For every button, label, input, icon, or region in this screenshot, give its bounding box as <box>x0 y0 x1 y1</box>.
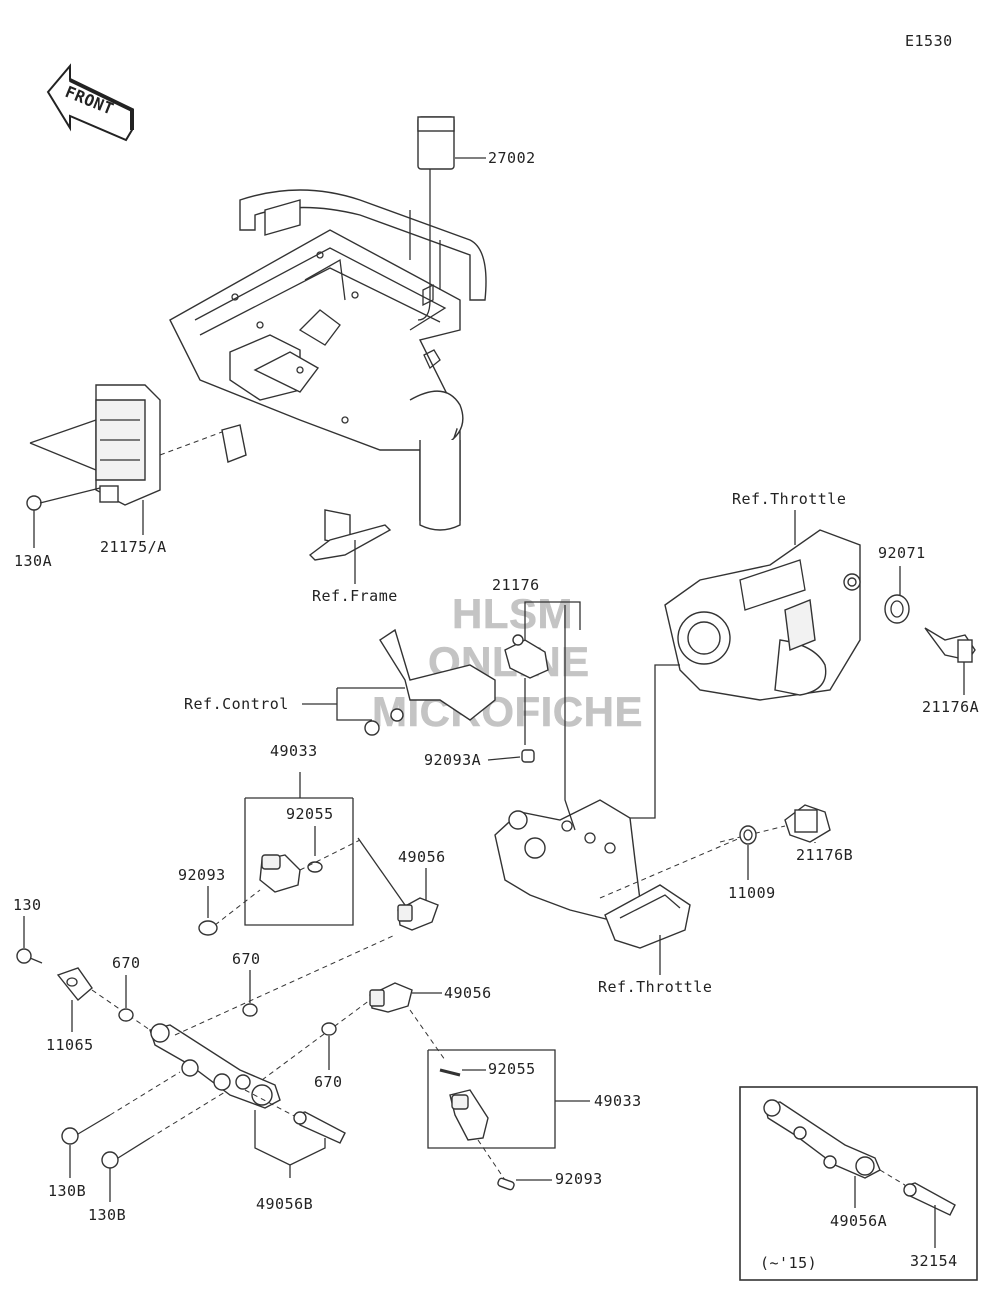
label-27002: 27002 <box>488 149 536 167</box>
leader-21176 <box>524 601 581 640</box>
ecu-21175 <box>95 384 161 506</box>
label-11009: 11009 <box>728 884 776 902</box>
leader-49056-top-link <box>357 837 406 906</box>
label-92071: 92071 <box>878 544 926 562</box>
fuel-rail <box>149 1023 281 1109</box>
install-line-rail-fitting <box>244 1089 299 1119</box>
label-21176: 21176 <box>492 576 540 594</box>
diagram-code: E1530 <box>905 32 953 50</box>
bolt-130B-b <box>101 1091 226 1169</box>
throttle-body <box>664 529 861 701</box>
cap-92093A <box>521 749 535 763</box>
label-ref-throttle-top: Ref.Throttle <box>732 490 846 508</box>
label-21175A: 21175/A <box>100 538 167 556</box>
ecu-mount-line <box>159 431 223 456</box>
frame-ref-drawing <box>169 189 487 561</box>
label-32154: 32154 <box>910 1252 958 1270</box>
leader-throttle-connect <box>630 664 680 819</box>
label-670-c: 670 <box>314 1073 343 1091</box>
fitting-49056B <box>293 1111 346 1144</box>
leader-21176-long <box>524 605 576 831</box>
fuel-rail-49056A <box>763 1099 881 1179</box>
sensor-21176A <box>924 627 976 663</box>
injector-bottom <box>449 1089 489 1141</box>
label-ref-frame: Ref.Frame <box>312 587 398 605</box>
bracket-49056B <box>254 1110 326 1178</box>
label-670-a: 670 <box>112 954 141 972</box>
label-49056B: 49056B <box>256 1195 313 1213</box>
leader-92093A <box>487 756 521 761</box>
sensor-21176B <box>719 804 831 843</box>
install-line-rail-top <box>174 934 396 1036</box>
bolt-130B-a <box>61 1071 181 1145</box>
watermark-line-1: HLSM <box>452 590 573 637</box>
oring-670-c <box>321 1022 337 1036</box>
oring-670-a <box>118 1008 134 1022</box>
install-line-rail-mid <box>261 999 371 1081</box>
install-line-11009 <box>599 837 741 899</box>
oring-670-b <box>242 1003 258 1017</box>
leader-ecu-bracket <box>29 419 97 471</box>
inset-note: (~'15) <box>760 1254 817 1272</box>
install-line-32154 <box>879 1169 906 1186</box>
injector-top <box>259 854 323 893</box>
label-670-b: 670 <box>232 950 261 968</box>
seal-92093-top <box>198 920 218 936</box>
leader-ref-control <box>302 687 405 721</box>
label-49056-mid: 49056 <box>444 984 492 1002</box>
label-130A: 130A <box>14 552 52 570</box>
label-ref-throttle-bottom: Ref.Throttle <box>598 978 712 996</box>
label-92055-bottom: 92055 <box>488 1060 536 1078</box>
connector-27002 <box>417 116 455 370</box>
inset-box <box>739 1086 978 1281</box>
injector-49056-top <box>397 897 439 931</box>
seal-92093-bottom <box>497 1177 515 1191</box>
install-line-injector-mid <box>409 1009 446 1061</box>
bracket-49033-top <box>244 772 354 926</box>
throttle-housing <box>494 799 691 949</box>
label-130: 130 <box>13 896 42 914</box>
oring-11009 <box>739 825 757 845</box>
label-130B-a: 130B <box>48 1182 86 1200</box>
bracket-49033-bottom <box>427 1049 590 1149</box>
label-92093A: 92093A <box>424 751 481 769</box>
watermark-line-3: MICROFICHE <box>372 688 643 735</box>
seal-92071 <box>884 594 910 624</box>
bolt-130A <box>26 487 101 511</box>
label-92093-bottom: 92093 <box>555 1170 603 1188</box>
label-49033-bottom: 49033 <box>594 1092 642 1110</box>
label-49056-top: 49056 <box>398 848 446 866</box>
control-bracket <box>364 628 496 736</box>
fitting-32154 <box>903 1182 956 1216</box>
label-92093-top: 92093 <box>178 866 226 884</box>
label-92055-top: 92055 <box>286 805 334 823</box>
label-130B-b: 130B <box>88 1206 126 1224</box>
label-21176B: 21176B <box>796 846 853 864</box>
label-11065: 11065 <box>46 1036 94 1054</box>
label-21176A: 21176A <box>922 698 979 716</box>
install-line-injector-top <box>214 839 361 926</box>
install-line-injector-bottom <box>477 1139 506 1181</box>
label-49033-top: 49033 <box>270 742 318 760</box>
injector-49056-mid <box>369 982 413 1013</box>
install-line-11065 <box>91 989 151 1031</box>
bolt-130 <box>16 948 43 964</box>
label-ref-control: Ref.Control <box>184 695 289 713</box>
fitting-11065 <box>56 967 93 1002</box>
front-arrow-icon: FRONT <box>46 63 134 142</box>
label-49056A: 49056A <box>830 1212 887 1230</box>
seal-92055-bottom <box>439 1068 461 1077</box>
